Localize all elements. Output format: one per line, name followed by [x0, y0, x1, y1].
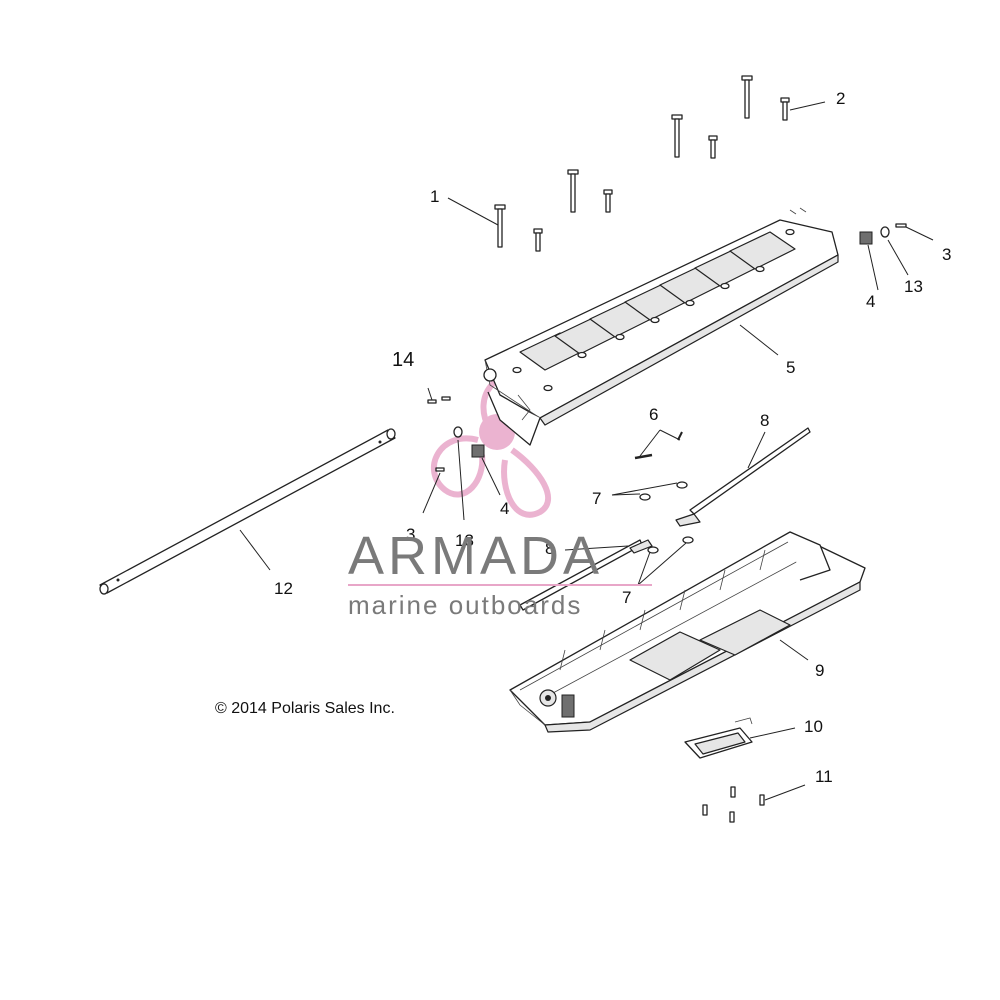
hinge-rod-upper	[675, 427, 811, 527]
pins-and-washers	[634, 431, 694, 554]
screw	[671, 114, 683, 158]
small-screws	[702, 786, 765, 823]
latch-handle	[684, 717, 753, 759]
long-rod	[99, 428, 396, 595]
top-cover-panel	[483, 219, 839, 446]
screw	[741, 75, 753, 119]
callout-7-upper: 7	[592, 489, 601, 508]
callout-10: 10	[804, 717, 823, 736]
screw	[780, 97, 790, 121]
callout-13-right: 13	[904, 277, 923, 296]
callout-5: 5	[786, 358, 795, 377]
callout-12: 12	[274, 579, 293, 598]
callout-numbers: 1 2 3 4 13 5 14 6 8 7 8 7 9 10 11 12 3 1…	[274, 89, 951, 786]
callout-14: 14	[392, 349, 414, 371]
copyright-text: © 2014 Polaris Sales Inc.	[215, 700, 395, 717]
watermark-tagline: marine outboards	[348, 590, 582, 620]
callout-8-lower: 8	[545, 539, 554, 558]
callout-1: 1	[430, 187, 439, 206]
cover-pads	[519, 231, 796, 371]
cover-holes	[512, 228, 795, 392]
callout-6: 6	[649, 405, 658, 424]
callout-13-left: 13	[455, 531, 474, 550]
callout-11: 11	[815, 767, 833, 786]
hinge-rod-lower	[519, 539, 653, 611]
screw	[494, 204, 506, 248]
callout-3-left: 3	[406, 525, 415, 544]
screw	[603, 189, 613, 213]
callout-4-left: 4	[500, 499, 509, 518]
callout-7-lower: 7	[622, 588, 631, 607]
tray-ribs	[559, 549, 766, 671]
callout-2: 2	[836, 89, 845, 108]
callout-8-upper: 8	[760, 411, 769, 430]
leader-lines	[239, 101, 934, 801]
screw	[708, 135, 718, 159]
callout-4-right: 4	[866, 292, 875, 311]
latch-clip-right	[859, 223, 907, 245]
watermark-brand: ARMADA	[348, 526, 603, 586]
callout-3-right: 3	[942, 245, 951, 264]
armada-watermark: ARMADA marine outboards	[348, 526, 652, 620]
screw	[533, 228, 543, 252]
screws-group	[494, 75, 807, 252]
lower-tray	[509, 531, 866, 733]
screw	[567, 169, 579, 213]
callout-9: 9	[815, 661, 824, 680]
